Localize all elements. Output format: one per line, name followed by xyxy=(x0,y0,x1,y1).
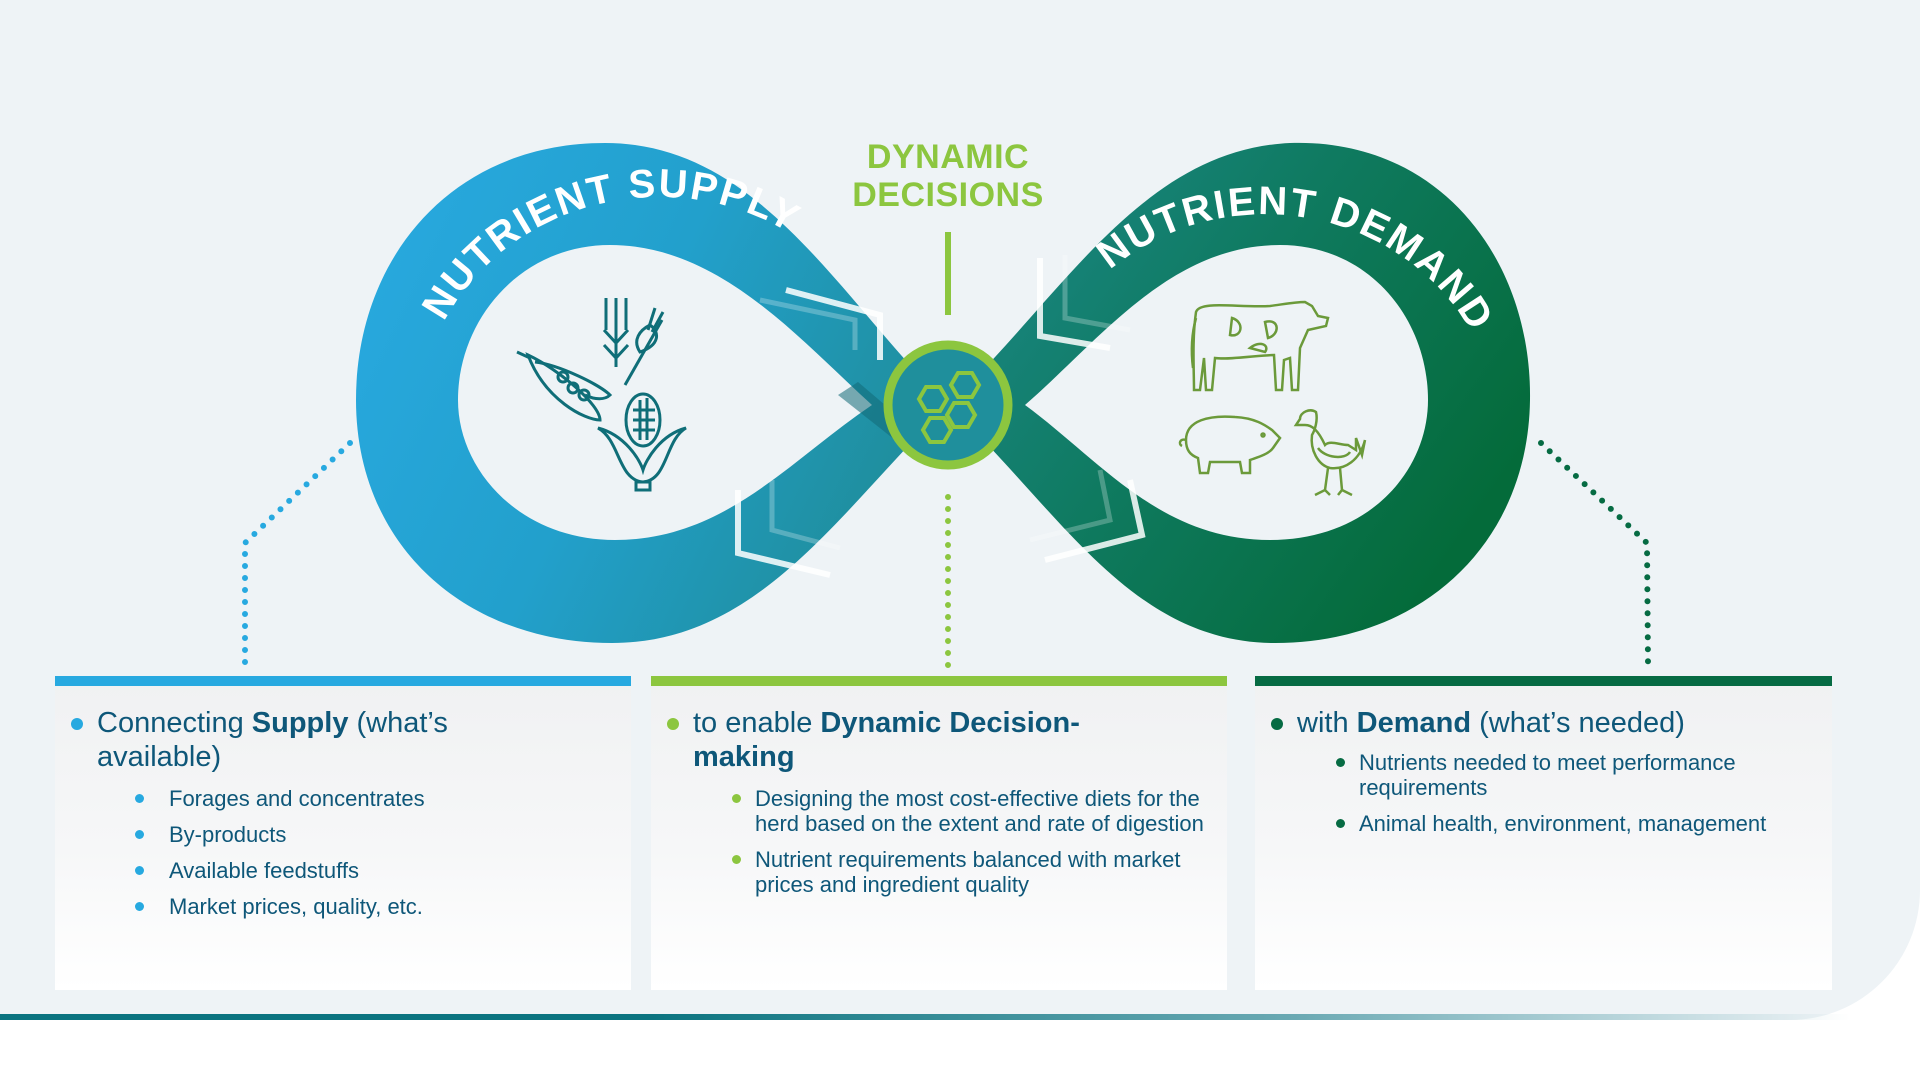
lead-bold-text: Supply xyxy=(251,707,349,739)
lead-text: with xyxy=(1297,707,1357,739)
demand-connector xyxy=(1538,440,1651,667)
list-item: Nutrients needed to meet performance req… xyxy=(1255,750,1832,800)
bullet-icon xyxy=(71,718,83,730)
list-item: Forages and concentrates xyxy=(55,786,631,811)
decisions-card-accent-bar xyxy=(651,676,1227,686)
demand-items: Nutrients needed to meet performance req… xyxy=(1255,750,1832,836)
pea-pod-icon xyxy=(516,350,613,422)
demand-card: with Demand (what’s needed) Nutrients ne… xyxy=(1255,676,1832,990)
list-item-text: Available feedstuffs xyxy=(169,858,359,883)
dynamic-decisions-line2: DECISIONS xyxy=(852,176,1044,214)
list-item: Nutrient requirements balanced with mark… xyxy=(651,847,1227,897)
list-item: By-products xyxy=(55,822,631,847)
supply-connector xyxy=(242,440,353,667)
list-item: Animal health, environment, management xyxy=(1255,811,1832,836)
bullet-icon xyxy=(135,902,144,911)
bullet-icon xyxy=(732,794,741,803)
decisions-items: Designing the most cost-effective diets … xyxy=(651,786,1227,897)
bottom-rule xyxy=(0,1014,1850,1020)
bullet-icon xyxy=(1336,758,1345,767)
list-item-text: Nutrients needed to meet performance req… xyxy=(1359,750,1736,800)
bullet-icon xyxy=(135,866,144,875)
dynamic-decisions-title: DYNAMIC DECISIONS xyxy=(800,138,1096,214)
lead-text: Connecting xyxy=(97,707,252,739)
decisions-card: to enable Dynamic Decision-making Design… xyxy=(651,676,1227,990)
chicken-icon xyxy=(1293,409,1367,497)
list-item-text: Nutrient requirements balanced with mark… xyxy=(755,847,1181,897)
demand-loop xyxy=(948,142,1531,644)
hexagon-cluster-icon xyxy=(883,340,1013,470)
supply-card-lead: Connecting Supply (what’s available) xyxy=(55,706,631,774)
list-item: Available feedstuffs xyxy=(55,858,631,883)
supply-card: Connecting Supply (what’s available) For… xyxy=(55,676,631,990)
demand-card-lead: with Demand (what’s needed) xyxy=(1255,706,1832,740)
bullet-icon xyxy=(1336,819,1345,828)
list-item-text: Forages and concentrates xyxy=(169,786,425,811)
list-item-text: Market prices, quality, etc. xyxy=(169,894,423,919)
dynamic-decisions-line1: DYNAMIC xyxy=(866,138,1030,176)
bullet-icon xyxy=(135,794,144,803)
supply-card-accent-bar xyxy=(55,676,631,686)
corn-icon xyxy=(597,392,687,492)
decisions-card-lead: to enable Dynamic Decision-making xyxy=(651,706,1227,774)
cow-icon xyxy=(1190,300,1330,392)
wheat-icon xyxy=(602,298,665,386)
list-item-text: Animal health, environment, management xyxy=(1359,811,1767,836)
bullet-icon xyxy=(667,718,679,730)
lead-text: (what’s available) xyxy=(97,707,448,773)
lead-text: to enable xyxy=(693,707,821,739)
bullet-icon xyxy=(1271,718,1283,730)
lead-bold-text: Demand xyxy=(1356,707,1472,739)
list-item: Designing the most cost-effective diets … xyxy=(651,786,1227,836)
lead-bold-text: Dynamic Decision-making xyxy=(693,707,1080,773)
supply-items: Forages and concentrates By-products Ava… xyxy=(55,786,631,919)
bullet-icon xyxy=(135,830,144,839)
list-item: Market prices, quality, etc. xyxy=(55,894,631,919)
chevron-arrows xyxy=(735,255,1146,578)
demand-card-accent-bar xyxy=(1255,676,1832,686)
bullet-icon xyxy=(732,855,741,864)
lead-text: (what’s needed) xyxy=(1471,707,1685,739)
list-item-text: Designing the most cost-effective diets … xyxy=(755,786,1204,836)
pig-icon xyxy=(1178,415,1282,475)
list-item-text: By-products xyxy=(169,822,287,847)
supply-loop xyxy=(356,143,948,643)
